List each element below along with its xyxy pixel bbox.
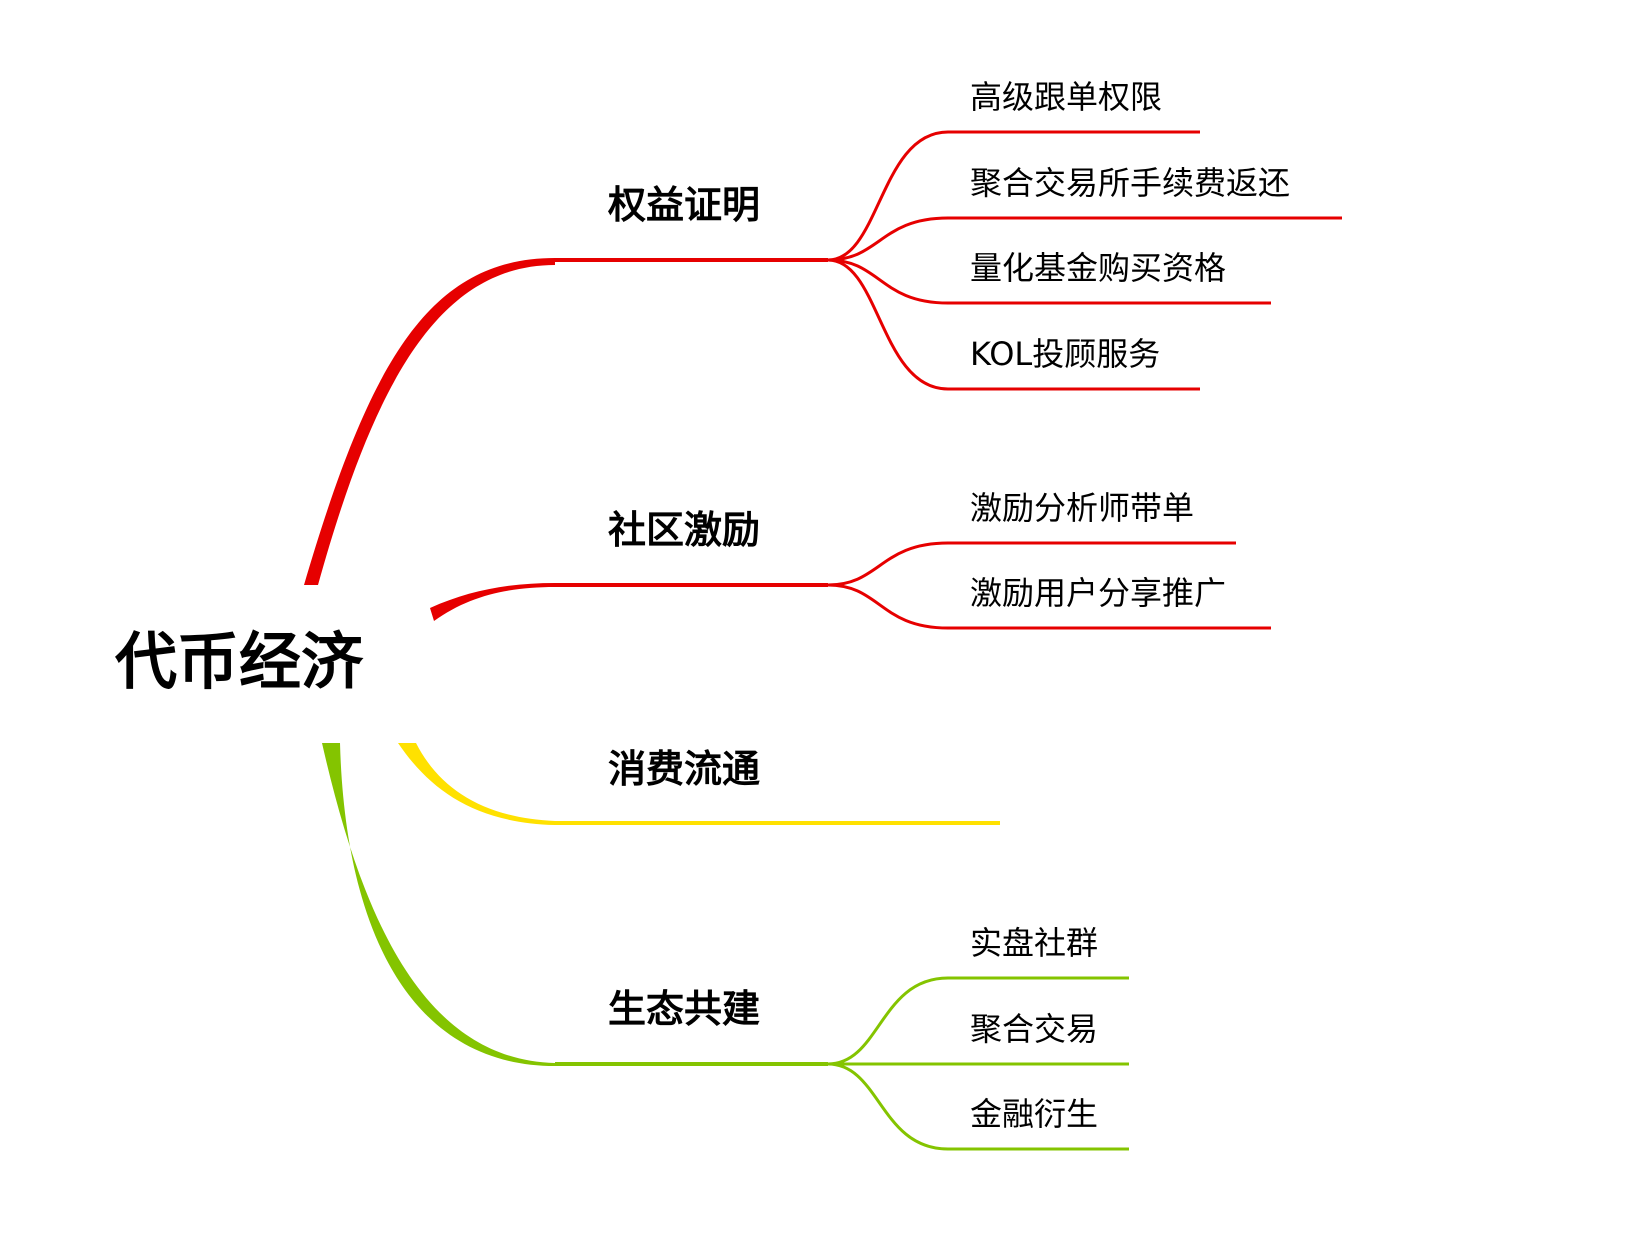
connector-leaf-0-0: [827, 130, 949, 262]
root-label: 代币经济: [114, 625, 364, 698]
connector-root-branch-2: [398, 743, 555, 825]
leaf-label-1-1: 激励用户分享推广: [970, 574, 1226, 612]
connector-leaf-1-0: [827, 541, 949, 587]
connector-leaf-0-3: [827, 258, 949, 391]
leaf-label-3-1: 聚合交易: [970, 1010, 1098, 1048]
branch-label-1: 社区激励: [608, 508, 760, 552]
leaf-label-1-0: 激励分析师带单: [970, 489, 1194, 527]
branch-label-2: 消费流通: [608, 747, 760, 791]
connector-root-branch-3: [322, 743, 555, 1066]
leaf-label-3-2: 金融衍生: [970, 1095, 1098, 1133]
leaf-label-3-0: 实盘社群: [970, 924, 1098, 962]
leaf-label-0-3: KOL投顾服务: [970, 335, 1160, 373]
connector-root-branch-1: [430, 583, 555, 621]
leaf-label-0-1: 聚合交易所手续费返还: [970, 164, 1290, 202]
branch-label-0: 权益证明: [607, 183, 760, 227]
leaf-label-0-2: 量化基金购买资格: [970, 249, 1226, 287]
connector-leaf-1-1: [827, 583, 949, 630]
connector-root-branch-0: [304, 258, 555, 585]
connector-leaf-0-1: [827, 216, 949, 262]
connector-leaf-3-0: [827, 976, 949, 1066]
connector-leaf-3-2: [827, 1062, 949, 1151]
leaf-label-0-0: 高级跟单权限: [970, 78, 1162, 116]
branch-label-3: 生态共建: [608, 987, 760, 1031]
connector-leaf-0-2: [827, 258, 949, 305]
